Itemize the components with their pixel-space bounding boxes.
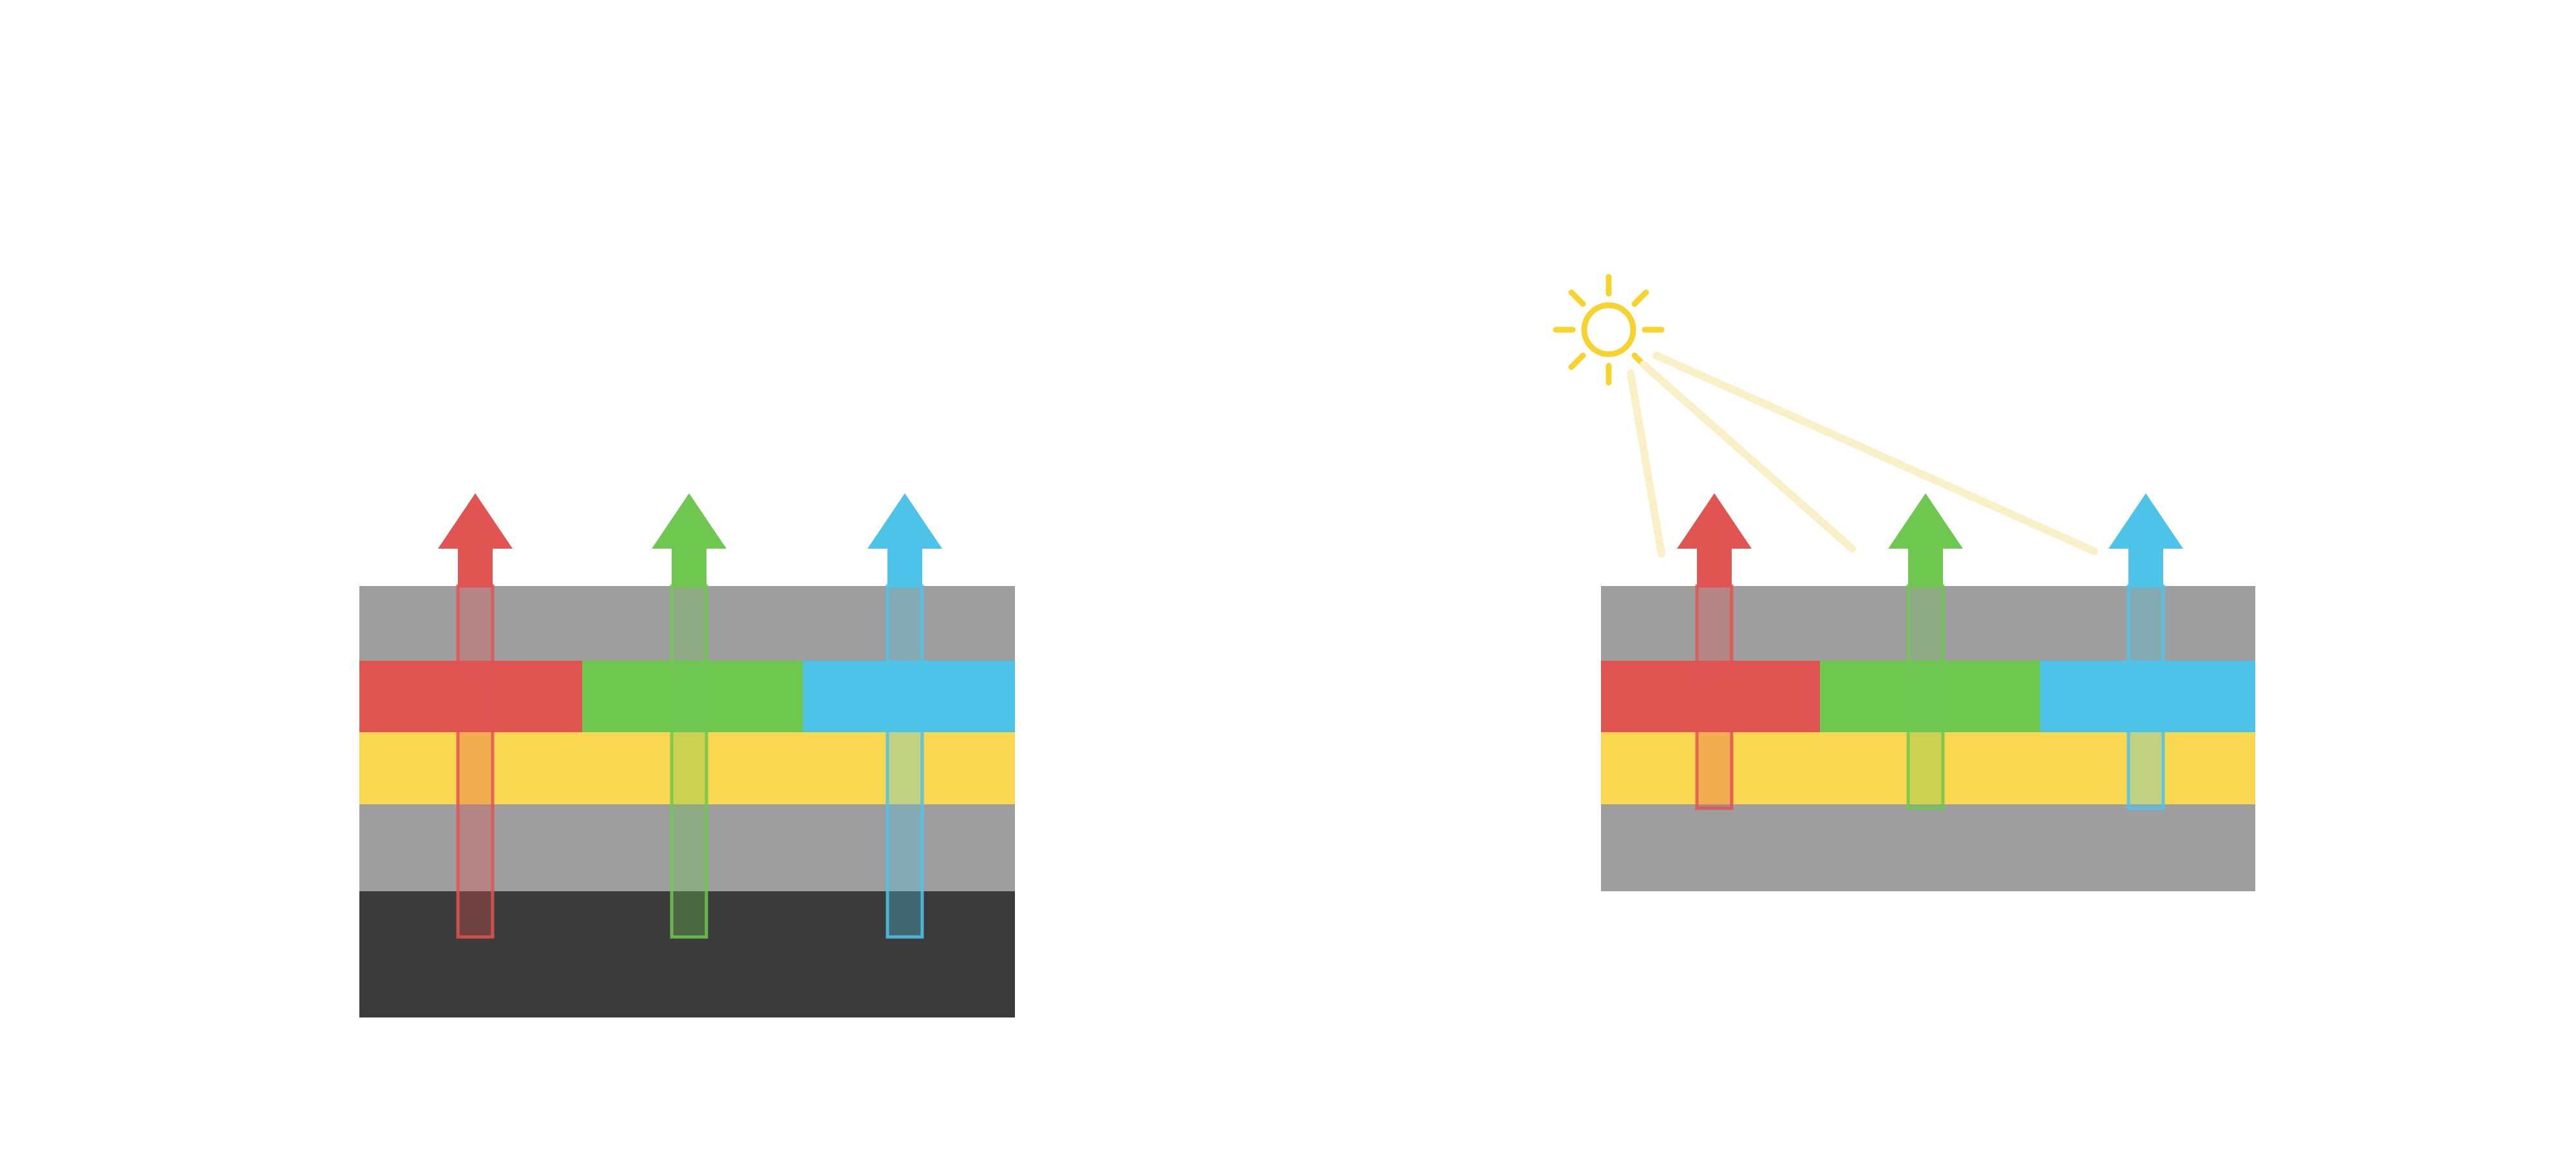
- right-panel-reflective-display: [1553, 274, 2255, 891]
- right-green-arrow-shaft-icon: [1906, 584, 1945, 810]
- left-cyan-arrow-icon: [867, 493, 942, 587]
- right-red-reflection-arrow: [1677, 493, 1752, 810]
- left-layer-stack: [359, 586, 1015, 1017]
- right-subpixel-green: [1820, 661, 2040, 732]
- right-subpixel-red: [1601, 661, 1820, 732]
- sun-ray-down-left: [1568, 352, 1586, 370]
- light-beam-2: [1640, 361, 1856, 553]
- left-cyan-arrow-shaft-icon: [886, 584, 924, 939]
- right-subpixel-cyan: [2040, 661, 2255, 732]
- right-layer-top-gray: [1601, 586, 2255, 661]
- left-green-arrow-icon: [652, 493, 726, 587]
- left-layer-dark-backplane: [359, 891, 1015, 1017]
- sun-core-circle: [1581, 302, 1636, 357]
- right-layer-yellow: [1601, 732, 2255, 804]
- right-red-arrow-shaft-icon: [1695, 584, 1734, 810]
- left-layer-yellow: [359, 732, 1015, 804]
- right-green-arrow-icon: [1888, 493, 1963, 587]
- left-layer-top-gray: [359, 586, 1015, 661]
- left-subpixel-row: [359, 661, 1015, 732]
- right-cyan-arrow-shaft-icon: [2126, 584, 2165, 810]
- left-red-arrow-shaft-icon: [456, 584, 495, 939]
- left-layer-bottom-gray: [359, 804, 1015, 891]
- light-beam-3: [1653, 352, 2098, 555]
- light-beam-1: [1627, 370, 1665, 558]
- left-subpixel-red: [359, 661, 582, 732]
- right-subpixel-row: [1601, 661, 2255, 732]
- left-green-emission-arrow: [652, 493, 726, 939]
- sun-ray-up-right: [1631, 289, 1649, 307]
- left-red-arrow-icon: [438, 493, 513, 587]
- right-cyan-reflection-arrow: [2108, 493, 2183, 810]
- right-green-reflection-arrow: [1888, 493, 1963, 810]
- sunlight-beams: [1627, 352, 2098, 558]
- left-subpixel-cyan: [803, 661, 1015, 732]
- right-cyan-arrow-icon: [2108, 493, 2183, 587]
- left-subpixel-green: [582, 661, 803, 732]
- sun-ray-up-left: [1568, 289, 1586, 307]
- right-layer-stack: [1601, 586, 2255, 891]
- left-green-arrow-shaft-icon: [670, 584, 708, 939]
- sun-icon: [1553, 274, 1665, 386]
- left-panel-backlit-display: [359, 493, 1015, 1017]
- left-red-emission-arrow: [438, 493, 513, 939]
- right-red-arrow-icon: [1677, 493, 1752, 587]
- left-cyan-emission-arrow: [867, 493, 942, 939]
- right-layer-bottom-gray: [1601, 804, 2255, 891]
